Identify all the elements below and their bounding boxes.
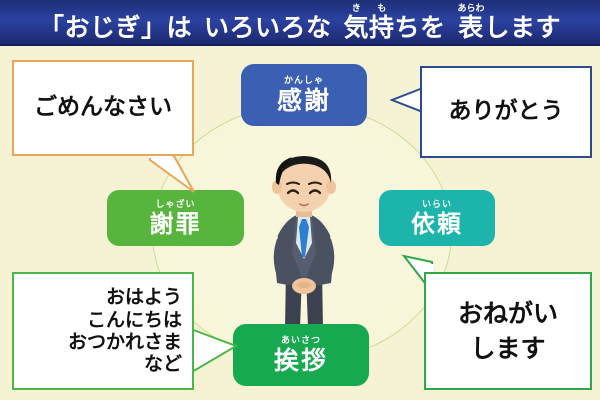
label-irai: 依頼 [411, 209, 463, 238]
title-seg-2: いろいろな [203, 12, 332, 42]
label-shazai: 謝罪 [149, 209, 202, 238]
category-kansha[interactable]: かんしゃ 感謝 [241, 64, 367, 126]
furigana-aisatsu: あいさつ [280, 336, 321, 346]
furigana-shazai: しゃざい [155, 199, 196, 210]
category-irai[interactable]: いらい 依頼 [379, 190, 495, 246]
bubble-gomennasai-line-0: ごめんなさい [34, 94, 172, 121]
bubble-arigatou-line-0: ありがとう [448, 98, 564, 125]
bubble-greetings-line-3: など [143, 353, 182, 376]
bubble-greetings-line-2: おつかれさま [67, 331, 182, 353]
bubble-onegaishimasu-line-1: します [470, 334, 546, 363]
furigana-arawa: あらわ [457, 3, 485, 14]
bubble-onegaishimasu[interactable]: おねがい します [424, 272, 592, 390]
title-ruby-mo: も 持 [368, 3, 395, 42]
title-ruby-ki: き 気 [343, 3, 369, 42]
furigana-kansha: かんしゃ [283, 76, 324, 86]
title-seg-shimasu: します [484, 12, 562, 42]
furigana-mo: も [377, 3, 387, 14]
category-aisatsu[interactable]: あいさつ 挨拶 [233, 324, 369, 386]
furigana-irai: いらい [421, 199, 452, 210]
title-bar: 「おじぎ」は いろいろな き 気 も 持 ちを あらわ 表 します [0, 0, 600, 46]
category-shazai[interactable]: しゃざい 謝罪 [107, 190, 244, 246]
kanji-arawa: 表 [458, 12, 484, 42]
bubble-gomennasai[interactable]: ごめんなさい [12, 60, 194, 156]
bubble-greetings-line-0: おはよう [105, 286, 182, 309]
title-seg-0: 「おじぎ」は [38, 12, 192, 42]
bubble-greetings-line-1: こんにちは [86, 308, 182, 331]
page-title: 「おじぎ」は いろいろな き 気 も 持 ちを あらわ 表 します [38, 3, 562, 42]
bubble-greetings[interactable]: おはよう こんにちは おつかれさま など [12, 272, 194, 390]
bowing-person-illustration [272, 156, 336, 335]
kanji-ki: 気 [343, 12, 369, 42]
title-seg-chiwo: ちを [394, 12, 446, 42]
label-aisatsu: 挨拶 [273, 346, 328, 375]
bubble-onegaishimasu-line-0: おねがい [457, 298, 558, 328]
title-ruby-arawa: あらわ 表 [457, 3, 485, 42]
label-kansha: 感謝 [276, 86, 331, 115]
kanji-mochi: 持 [368, 12, 395, 42]
bubble-arigatou[interactable]: ありがとう [420, 66, 592, 158]
furigana-ki: き [351, 3, 361, 14]
